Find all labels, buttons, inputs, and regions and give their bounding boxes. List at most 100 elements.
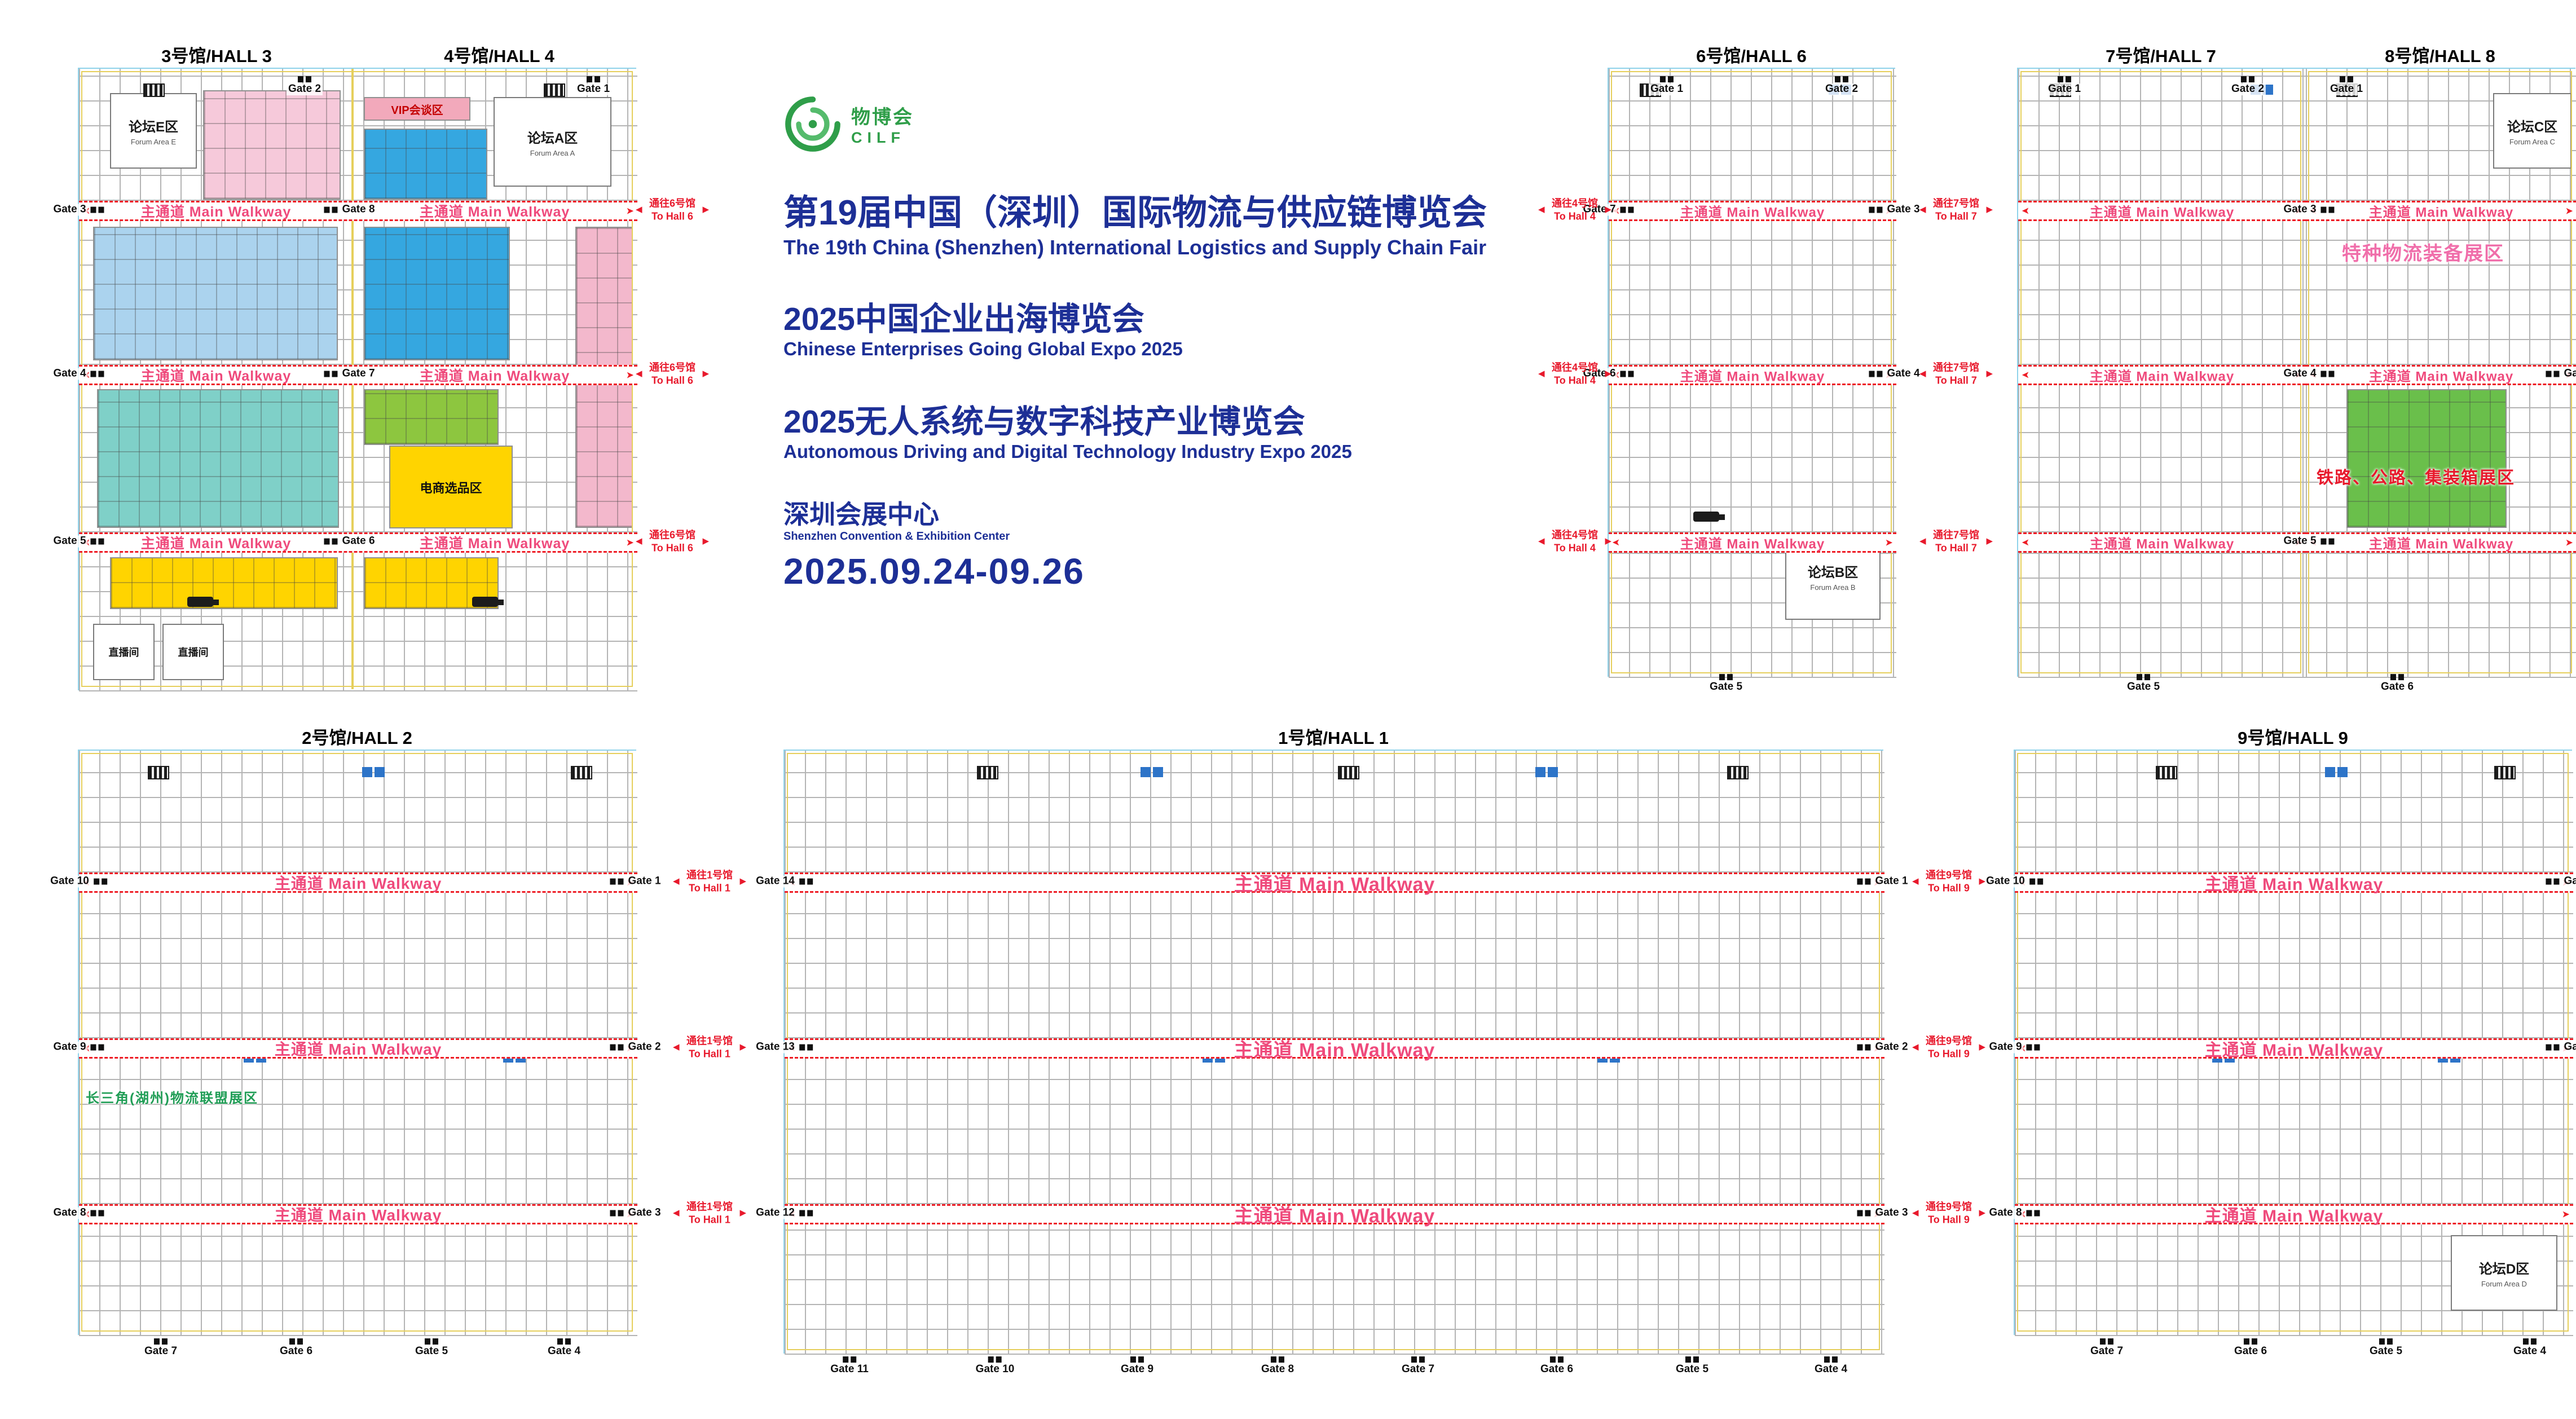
gate-door-icon — [610, 1210, 624, 1217]
gate-gate-8: Gate 8 — [1987, 1207, 2040, 1219]
expo2-title-en: Chinese Enterprises Going Global Expo 20… — [783, 338, 1183, 359]
gate-label: Gate 2 — [2562, 1041, 2576, 1054]
fair-title-en: The 19th China (Shenzhen) International … — [783, 236, 1487, 259]
gate-gate-4: Gate 4 — [545, 1338, 583, 1358]
walkway-label: 主通道 Main Walkway — [419, 536, 570, 552]
gate-label: Gate 1 — [626, 875, 663, 888]
connector-cn: 通往7号馆 — [1932, 362, 1980, 373]
gate-gate-1: Gate 1 — [2328, 76, 2365, 95]
connector-en: To Hall 4 — [1554, 374, 1596, 386]
walkway-label: 主通道 Main Walkway — [2089, 369, 2235, 385]
main-walkway: 主通道 Main Walkway — [785, 1204, 1884, 1227]
booth-block — [79, 1059, 637, 1204]
gate-label: Gate 1 — [2562, 875, 2576, 888]
walkway-label: 主通道 Main Walkway — [1234, 1039, 1435, 1061]
hall-label: 7号馆/HALL 7 — [2106, 46, 2216, 66]
gate-label: Gate 3 — [1885, 204, 1922, 216]
gate-gate-12: Gate 12 — [754, 1207, 813, 1219]
stairs-icon — [2494, 766, 2516, 779]
gate-door-icon — [90, 1044, 104, 1051]
gate-door-icon — [90, 1210, 104, 1217]
restroom-icon — [1535, 767, 1558, 777]
gate-gate-6: Gate 6 — [2232, 1338, 2269, 1358]
hall-label: 4号馆/HALL 4 — [444, 46, 554, 66]
gate-gate-8: Gate 8 — [51, 1207, 104, 1219]
gate-gate-3: Gate 3 — [1869, 204, 1922, 216]
gate-gate-7: Gate 7 — [1399, 1356, 1437, 1376]
booth-color-zone — [2346, 389, 2507, 528]
gate-label: Gate 1 — [2046, 83, 2083, 95]
gate-label: Gate 10 — [49, 875, 91, 888]
gate-door-icon — [2320, 371, 2335, 377]
gate-gate-1: Gate 1 — [610, 875, 663, 888]
cilf-logo-icon — [785, 96, 840, 152]
walkway-label: 主通道 Main Walkway — [419, 368, 570, 384]
connector-cn: 通往9号馆 — [1925, 869, 1972, 881]
connector-en: To Hall 4 — [1554, 542, 1596, 553]
gate-door-icon — [90, 538, 104, 545]
gate-door-icon — [2026, 1044, 2040, 1051]
gate-door-icon — [2100, 1338, 2113, 1345]
gate-door-icon — [2244, 1338, 2257, 1345]
gate-label: Gate 8 — [1987, 1207, 2024, 1219]
gate-label: Gate 5 — [2125, 681, 2162, 693]
gate-label: Gate 4 — [2511, 1345, 2548, 1358]
gate-label: Gate 13 — [754, 1041, 796, 1054]
gate-label: Gate 2 — [2562, 368, 2576, 380]
gate-door-icon — [842, 1356, 856, 1363]
venue-name-en: Shenzhen Convention & Exhibition Center — [783, 530, 1010, 543]
gate-door-icon — [1824, 1356, 1838, 1363]
gate-label: Gate 4 — [1885, 368, 1922, 380]
gate-door-icon — [90, 371, 104, 377]
gate-door-icon — [557, 1338, 571, 1345]
zone-label: 论坛A区 — [527, 130, 578, 146]
gate-gate-3: Gate 3 — [610, 1207, 663, 1219]
booth-block — [1609, 221, 1896, 365]
hall-label: 1号馆/HALL 1 — [1278, 728, 1389, 748]
gate-gate-6: Gate 6 — [324, 535, 377, 548]
gate-gate-4: Gate 4 — [2282, 368, 2335, 380]
gate-label: Gate 4 — [545, 1345, 583, 1358]
gate-door-icon — [1835, 76, 1848, 83]
gate-gate-9: Gate 9 — [51, 1041, 104, 1054]
connector-cn: 通往1号馆 — [686, 1201, 733, 1213]
gate-door-icon — [1620, 371, 1634, 377]
connector-en: To Hall 9 — [1928, 882, 1970, 893]
gate-label: Gate 8 — [51, 1207, 88, 1219]
walkway-label: 主通道 Main Walkway — [1234, 1205, 1435, 1227]
gate-gate-5: Gate 5 — [2125, 674, 2162, 693]
gate-gate-6: Gate 6 — [2379, 674, 2416, 693]
gate-label: Gate 3 — [2282, 204, 2318, 216]
connector-cn: 通往9号馆 — [1925, 1035, 1972, 1047]
gate-label: Gate 5 — [2367, 1345, 2405, 1358]
connector-en: To Hall 4 — [1554, 210, 1596, 222]
gate-gate-2: Gate 2 — [2546, 1041, 2576, 1054]
connector-en: To Hall 7 — [1935, 542, 1977, 553]
zone-VIP会谈区: VIP会谈区 — [364, 97, 470, 121]
gate-gate-4: Gate 4 — [2511, 1338, 2548, 1358]
gate-label: Gate 6 — [1538, 1363, 1575, 1376]
booth-color-zone — [364, 389, 499, 445]
gate-gate-5: Gate 5 — [2367, 1338, 2405, 1358]
venue-name-cn: 深圳会展中心 — [783, 500, 939, 529]
gate-door-icon — [425, 1338, 438, 1345]
gate-gate-4: Gate 4 — [1812, 1356, 1850, 1376]
gate-label: Gate 9 — [51, 1041, 88, 1054]
booth-color-zone — [364, 227, 510, 360]
connector-en: To Hall 6 — [651, 374, 693, 386]
gate-label: Gate 8 — [1259, 1363, 1296, 1376]
gate-gate-5: Gate 5 — [51, 535, 104, 548]
event-title-block: 物博会 CILF 第19届中国（深圳）国际物流与供应链博览会 The 19th … — [783, 95, 1607, 619]
zone-电商选品区: 电商选品区 — [389, 446, 513, 528]
walkway-label: 主通道 Main Walkway — [2204, 1207, 2384, 1226]
booth-color-zone — [364, 557, 499, 609]
gate-gate-8: Gate 8 — [1259, 1356, 1296, 1376]
gate-label: Gate 6 — [278, 1345, 315, 1358]
